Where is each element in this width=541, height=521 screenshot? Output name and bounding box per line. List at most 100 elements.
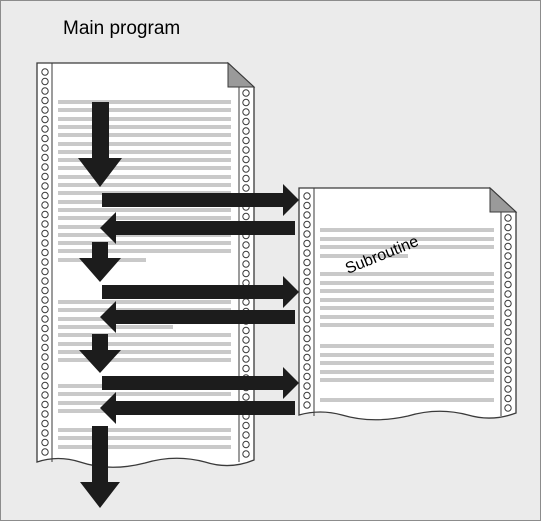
text-line xyxy=(58,175,231,179)
text-line xyxy=(58,445,231,449)
perforation-hole xyxy=(303,334,311,343)
perforation-hole xyxy=(303,391,311,400)
subroutine-page-dog-ear xyxy=(489,186,518,213)
text-line xyxy=(320,323,494,327)
perforation-hole xyxy=(41,182,49,190)
perforation-hole xyxy=(504,252,512,260)
text-line xyxy=(58,208,231,212)
arrow-call-1 xyxy=(102,184,299,216)
perforation-hole xyxy=(41,201,49,209)
perforation-hole xyxy=(504,261,512,270)
perforation-hole xyxy=(41,87,49,95)
perforation-hole xyxy=(504,366,512,374)
text-line xyxy=(320,237,494,241)
perforation-hole xyxy=(504,347,512,355)
perforation-hole xyxy=(41,448,49,456)
text-line xyxy=(320,281,494,285)
text-line xyxy=(58,249,231,253)
perforation-hole xyxy=(504,242,512,251)
perforation-hole xyxy=(242,98,250,107)
perforation-hole xyxy=(41,172,49,181)
perforation-hole xyxy=(504,223,512,232)
text-line xyxy=(320,298,494,302)
perforation-hole xyxy=(41,438,49,447)
perforation-hole xyxy=(242,155,250,164)
text-line xyxy=(58,428,231,432)
perforation-hole xyxy=(242,89,250,97)
perforation-hole xyxy=(242,298,250,306)
perforation-hole xyxy=(242,364,250,373)
perforation-hole xyxy=(242,136,250,145)
perforation-hole xyxy=(504,337,512,346)
perforation-hole xyxy=(303,353,311,362)
text-line xyxy=(58,392,231,396)
text-line xyxy=(58,300,231,304)
perforation-hole xyxy=(41,68,49,76)
arrow-return-1 xyxy=(100,212,295,244)
perforation-hole xyxy=(504,404,512,412)
perforation-hole xyxy=(303,258,311,267)
perforation-hole xyxy=(41,305,49,314)
perforation-hole xyxy=(242,421,250,430)
perforation-hole xyxy=(504,290,512,298)
perforation-hole xyxy=(303,211,311,219)
perforation-hole xyxy=(41,381,49,390)
perforation-hole xyxy=(303,306,311,314)
text-line xyxy=(58,142,231,146)
perforation-hole xyxy=(242,355,250,363)
text-line xyxy=(320,398,494,402)
perforation-hole xyxy=(504,214,512,222)
arrow-return-3 xyxy=(100,392,295,424)
perforation-hole xyxy=(41,419,49,428)
text-line xyxy=(58,436,231,440)
perforation-hole xyxy=(242,440,250,449)
text-line xyxy=(320,361,494,365)
perforation-hole xyxy=(41,258,49,266)
perforation-hole xyxy=(303,220,311,229)
perforation-hole xyxy=(41,315,49,323)
perforation-hole xyxy=(41,134,49,143)
perforation-hole xyxy=(242,260,250,268)
perforation-hole xyxy=(504,318,512,327)
perforation-hole xyxy=(242,146,250,154)
text-line xyxy=(58,133,231,137)
text-line xyxy=(58,125,231,129)
perforation-hole xyxy=(504,309,512,317)
subroutine-page-sheet xyxy=(298,187,517,421)
perforation-hole xyxy=(41,153,49,162)
perforation-hole xyxy=(41,296,49,304)
text-line xyxy=(58,241,231,245)
perforation-hole xyxy=(41,362,49,371)
perforation-hole xyxy=(504,356,512,365)
main-page-dog-ear xyxy=(227,61,256,88)
perforation-hole xyxy=(242,345,250,354)
perforation-hole xyxy=(504,375,512,384)
arrow-call-2 xyxy=(102,276,299,308)
perforation-hole xyxy=(242,241,250,249)
perforation-hole xyxy=(242,117,250,126)
perforation-hole xyxy=(41,163,49,171)
subroutine-holes-left xyxy=(303,192,311,409)
perforation-hole xyxy=(41,191,49,200)
text-line xyxy=(320,245,494,249)
text-line xyxy=(320,306,494,310)
perforation-hole xyxy=(303,201,311,210)
arrow-down-3 xyxy=(79,334,121,373)
perforation-hole xyxy=(41,334,49,342)
perforation-hole xyxy=(504,233,512,241)
perforation-hole xyxy=(41,372,49,380)
main-program-label: Main program xyxy=(63,18,181,39)
text-line xyxy=(58,358,231,362)
perforation-hole xyxy=(41,267,49,276)
perforation-hole xyxy=(41,286,49,295)
perforation-hole xyxy=(242,250,250,259)
text-line xyxy=(58,166,231,170)
perforation-hole xyxy=(303,239,311,248)
text-line xyxy=(320,254,408,258)
text-line xyxy=(58,117,231,121)
perforation-hole xyxy=(504,271,512,279)
perforation-hole xyxy=(303,192,311,200)
perforation-hole xyxy=(242,269,250,278)
text-line xyxy=(320,272,494,276)
